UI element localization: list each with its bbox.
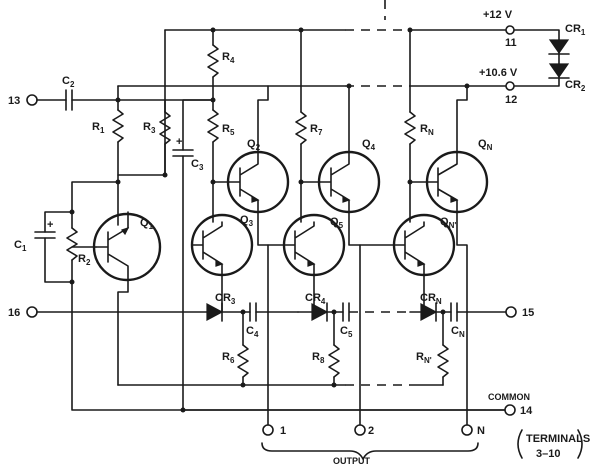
svg-text:R6: R6: [222, 351, 235, 365]
svg-text:C4: C4: [246, 325, 259, 339]
capacitor-c1: + C1: [14, 219, 56, 253]
output-terminal-1[interactable]: [262, 424, 274, 436]
svg-text:Q3: Q3: [240, 214, 254, 228]
svg-text:C1: C1: [14, 239, 27, 253]
resistor-rn: RN: [404, 111, 434, 145]
diode-cr3: CR3: [206, 292, 236, 322]
svg-text:R8: R8: [312, 351, 325, 365]
capacitor-cn: CN: [450, 302, 465, 339]
resistor-r2: R2: [66, 227, 91, 267]
output-label: OUTPUT: [333, 456, 371, 466]
svg-text:+: +: [176, 136, 182, 148]
resistor-r7: R7: [295, 111, 323, 145]
terminal-11[interactable]: [505, 25, 515, 35]
svg-text:CRN: CRN: [420, 292, 442, 306]
output-brace: [261, 442, 479, 460]
diode-crn: CRN: [420, 292, 442, 322]
common-label: COMMON: [488, 392, 530, 402]
svg-text:C2: C2: [62, 75, 75, 89]
output-terminal-n[interactable]: [461, 424, 473, 436]
terminal-16-label: 16: [8, 307, 20, 319]
note-paren-right: [577, 429, 583, 459]
svg-text:QN: QN: [478, 138, 493, 152]
svg-text:C3: C3: [191, 158, 204, 172]
diode-cr4: CR4: [305, 292, 329, 322]
svg-text:Q1: Q1: [140, 217, 154, 231]
capacitor-c5: C5: [340, 302, 353, 339]
svg-text:CR3: CR3: [215, 292, 236, 306]
terminal-14-label: 14: [520, 405, 533, 417]
svg-text:+: +: [47, 219, 53, 231]
terminal-13-label: 13: [8, 95, 20, 107]
svg-text:C5: C5: [340, 325, 353, 339]
terminal-12[interactable]: [505, 81, 515, 91]
supply-10-6v-label: +10.6 V: [479, 67, 518, 79]
svg-text:RN': RN': [416, 351, 432, 365]
capacitor-c4: C4: [246, 302, 259, 339]
output-terminal-n-label: N: [477, 425, 485, 437]
terminal-15[interactable]: [505, 306, 517, 318]
svg-text:R4: R4: [222, 51, 235, 65]
output-terminal-2-label: 2: [368, 425, 374, 437]
capacitor-c2: C2: [62, 75, 75, 111]
note-paren-left: [517, 429, 523, 459]
svg-text:Q5: Q5: [330, 216, 344, 230]
svg-text:CR4: CR4: [305, 292, 326, 306]
resistor-r5: R5: [207, 109, 235, 143]
terminal-14[interactable]: [504, 404, 516, 416]
output-terminal-2[interactable]: [354, 424, 366, 436]
svg-text:R2: R2: [78, 253, 91, 267]
svg-text:R7: R7: [310, 123, 323, 137]
terminal-12-label: 12: [505, 94, 517, 106]
capacitor-c3: + C3: [172, 136, 204, 172]
terminal-13[interactable]: [26, 94, 38, 106]
terminals-note-line1: TERMINALS: [526, 433, 590, 445]
terminal-11-label: 11: [505, 37, 517, 49]
resistor-r6: R6: [222, 344, 249, 378]
resistor-r1: R1: [92, 109, 124, 143]
svg-text:Q4: Q4: [362, 138, 376, 152]
diode-cr1: CR1: [548, 23, 586, 55]
svg-text:R1: R1: [92, 121, 105, 135]
terminal-16[interactable]: [26, 306, 38, 318]
supply-12v-label: +12 V: [483, 9, 513, 21]
terminal-15-label: 15: [522, 307, 534, 319]
resistor-r8: R8: [312, 344, 340, 378]
svg-text:CN: CN: [451, 325, 465, 339]
resistor-r3: R3: [143, 111, 171, 145]
output-terminal-1-label: 1: [280, 425, 286, 437]
resistor-r4: R4: [207, 44, 235, 78]
diode-cr2: CR2: [548, 63, 586, 93]
svg-text:RN: RN: [420, 123, 434, 137]
svg-text:CR2: CR2: [565, 79, 586, 93]
svg-text:QN': QN': [440, 216, 456, 230]
resistor-rn-prime: RN': [416, 344, 449, 378]
svg-text:R3: R3: [143, 121, 156, 135]
svg-text:CR1: CR1: [565, 23, 586, 37]
svg-text:R5: R5: [222, 123, 235, 137]
terminals-note-line2: 3–10: [536, 448, 560, 460]
